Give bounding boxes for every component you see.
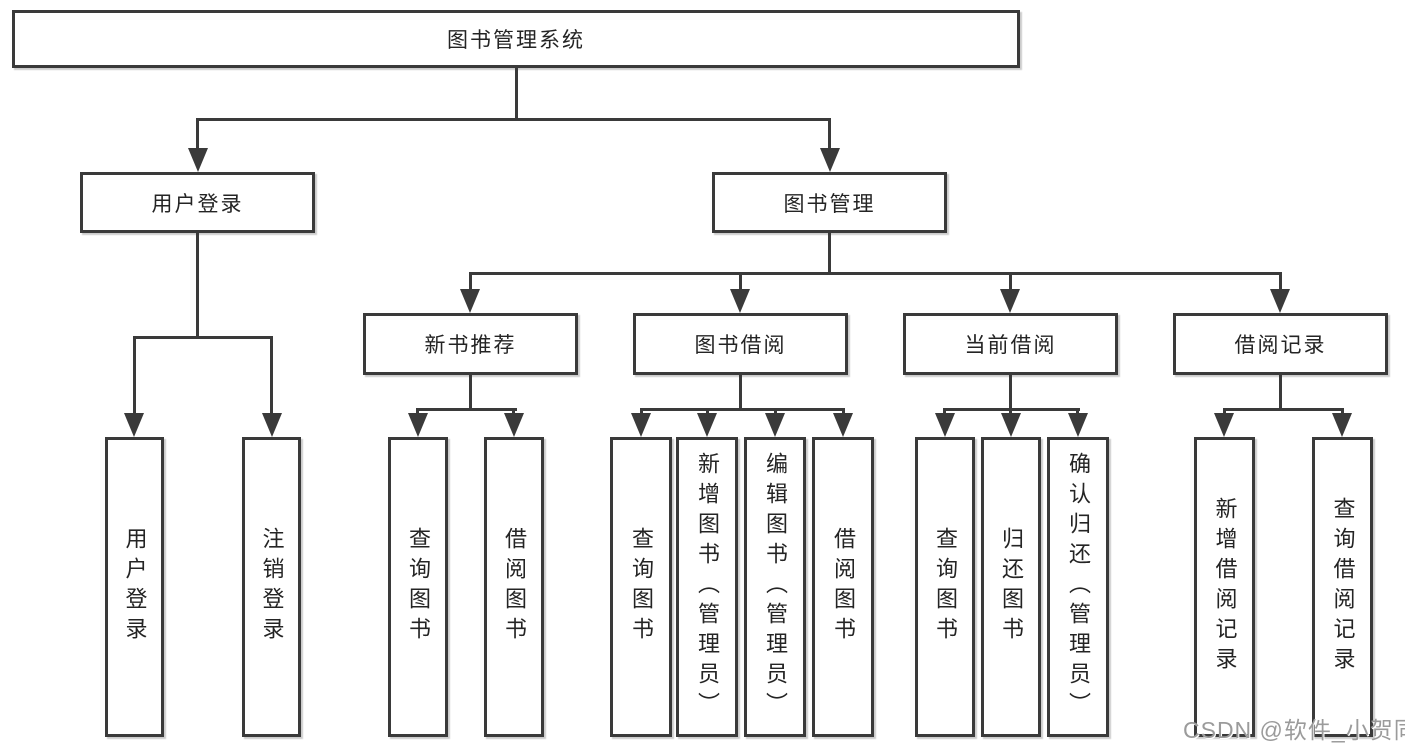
connector-line xyxy=(416,408,419,416)
connector-line xyxy=(842,408,845,416)
connector-line xyxy=(196,118,831,121)
connector-line xyxy=(640,408,845,411)
leaf-query-books: 查询图书 xyxy=(915,437,975,737)
connector-line xyxy=(469,272,1282,275)
arrowhead-down-icon xyxy=(408,413,428,437)
connector-line xyxy=(1279,272,1282,291)
leaf-confirm-return-admin: 确认归还（管理员） xyxy=(1047,437,1109,737)
connector-line xyxy=(1076,408,1079,416)
node-label: 图书借阅 xyxy=(694,334,787,357)
arrowhead-down-icon xyxy=(1068,413,1088,437)
arrowhead-down-icon xyxy=(1332,413,1352,437)
connector-line xyxy=(1341,408,1344,416)
connector-line xyxy=(515,68,518,120)
connector-line xyxy=(774,408,777,416)
arrowhead-down-icon xyxy=(460,289,480,313)
node-label: 借阅图书 xyxy=(502,527,527,647)
node-label: 查询图书 xyxy=(933,527,958,647)
arrowhead-down-icon xyxy=(833,413,853,437)
leaf-edit-books-admin: 编辑图书（管理员） xyxy=(744,437,806,737)
node-label: 查询图书 xyxy=(629,527,654,647)
node-label: 借阅记录 xyxy=(1234,334,1327,357)
arrowhead-down-icon xyxy=(188,148,208,172)
connector-line xyxy=(1223,408,1226,416)
connector-line xyxy=(1009,375,1012,410)
csdn-watermark: CSDN @软件_小贺同学 xyxy=(1183,717,1405,743)
arrowhead-down-icon xyxy=(697,413,717,437)
node-label: 归还图书 xyxy=(999,527,1024,647)
leaf-return-books: 归还图书 xyxy=(981,437,1041,737)
connector-line xyxy=(828,233,831,274)
connector-line xyxy=(469,272,472,291)
connector-line xyxy=(1009,408,1012,416)
arrowhead-down-icon xyxy=(765,413,785,437)
node-label: 查询图书 xyxy=(406,527,431,647)
arrowhead-down-icon xyxy=(262,413,282,437)
node-label: 当前借阅 xyxy=(964,334,1057,357)
connector-line xyxy=(943,408,946,416)
arrowhead-down-icon xyxy=(631,413,651,437)
node-label: 用户登录 xyxy=(122,527,148,647)
leaf-user-login: 用户登录 xyxy=(105,437,164,737)
connector-line xyxy=(739,272,742,291)
arrowhead-down-icon xyxy=(124,413,144,437)
connector-line xyxy=(133,336,273,339)
connector-line xyxy=(828,118,831,150)
leaf-query-books: 查询图书 xyxy=(388,437,448,737)
connector-line xyxy=(1279,375,1282,410)
node-label: 用户登录 xyxy=(151,192,244,216)
connector-line xyxy=(196,233,199,338)
node-book-management: 图书管理 xyxy=(712,172,947,233)
connector-line xyxy=(512,408,515,416)
connector-line xyxy=(469,375,472,410)
leaf-query-borrowing-record: 查询借阅记录 xyxy=(1312,437,1373,737)
arrowhead-down-icon xyxy=(730,289,750,313)
leaf-logout: 注销登录 xyxy=(242,437,301,737)
node-label: 查询借阅记录 xyxy=(1330,497,1356,677)
node-library-management-system: 图书管理系统 xyxy=(12,10,1020,68)
node-borrowing-records: 借阅记录 xyxy=(1173,313,1388,375)
node-label: 图书管理系统 xyxy=(447,29,585,52)
connector-line xyxy=(416,408,517,411)
leaf-query-books: 查询图书 xyxy=(610,437,672,737)
node-label: 新书推荐 xyxy=(424,334,517,357)
node-user-login: 用户登录 xyxy=(80,172,315,233)
arrowhead-down-icon xyxy=(1270,289,1290,313)
leaf-borrow-books: 借阅图书 xyxy=(812,437,874,737)
arrowhead-down-icon xyxy=(504,413,524,437)
node-new-book-recommendation: 新书推荐 xyxy=(363,313,578,375)
node-label: 注销登录 xyxy=(259,527,285,647)
node-label: 借阅图书 xyxy=(831,527,856,647)
connector-line xyxy=(270,336,273,415)
connector-line xyxy=(640,408,643,416)
node-label: 编辑图书（管理员） xyxy=(763,452,788,722)
connector-line xyxy=(1223,408,1344,411)
arrowhead-down-icon xyxy=(935,413,955,437)
leaf-add-borrowing-record: 新增借阅记录 xyxy=(1194,437,1255,737)
node-current-borrowing: 当前借阅 xyxy=(903,313,1118,375)
connector-line xyxy=(739,375,742,410)
connector-line xyxy=(133,336,136,415)
node-label: 图书管理 xyxy=(783,192,876,216)
node-label: 新增借阅记录 xyxy=(1212,497,1238,677)
node-label: 新增图书（管理员） xyxy=(695,452,720,722)
node-book-borrowing: 图书借阅 xyxy=(633,313,848,375)
connector-line xyxy=(1009,272,1012,291)
connector-line xyxy=(706,408,709,416)
leaf-borrow-books: 借阅图书 xyxy=(484,437,544,737)
arrowhead-down-icon xyxy=(820,148,840,172)
leaf-add-books-admin: 新增图书（管理员） xyxy=(676,437,738,737)
arrowhead-down-icon xyxy=(1214,413,1234,437)
arrowhead-down-icon xyxy=(1000,289,1020,313)
connector-line xyxy=(196,118,199,150)
arrowhead-down-icon xyxy=(1001,413,1021,437)
node-label: 确认归还（管理员） xyxy=(1066,452,1091,722)
